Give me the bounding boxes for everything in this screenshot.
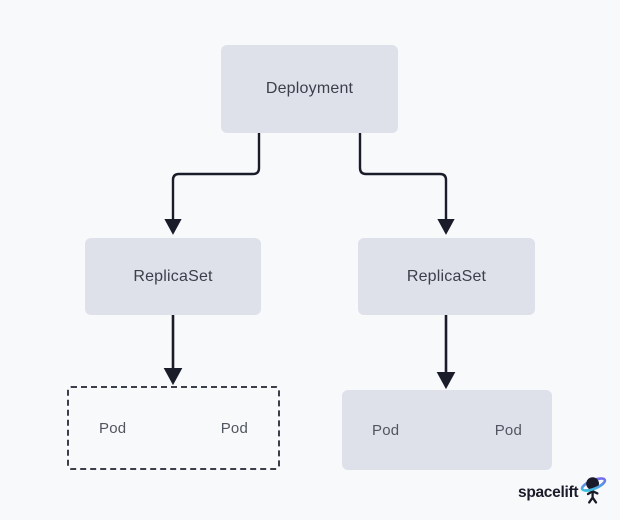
spacelift-logo: spacelift: [518, 476, 607, 510]
pod-label-left-a: Pod: [99, 419, 127, 437]
node-replicaset-left[interactable]: ReplicaSet: [85, 238, 261, 315]
pod-group-right-inner: Pod Pod: [342, 390, 552, 470]
node-pod-group-right[interactable]: Pod Pod: [342, 390, 552, 470]
node-replicaset-left-label: ReplicaSet: [133, 267, 213, 285]
node-replicaset-right-label: ReplicaSet: [406, 267, 487, 285]
edge-deployment-to-replicaset-left: [164, 131, 261, 235]
node-replicaset-right[interactable]: ReplicaSet: [358, 238, 535, 315]
pod-group-left-inner: Pod Pod: [69, 388, 278, 468]
edge-deployment-to-replicaset-right: [358, 131, 455, 235]
pod-label-left-b: Pod: [220, 419, 248, 437]
pod-label-right-a: Pod: [372, 421, 400, 439]
node-deployment-label: Deployment: [265, 80, 354, 97]
pod-label-right-b: Pod: [494, 421, 522, 439]
node-deployment[interactable]: Deployment: [221, 45, 398, 133]
spacelift-wordmark: spacelift: [518, 484, 579, 501]
astronaut-planet-icon: [580, 476, 607, 504]
node-pod-group-left[interactable]: Pod Pod: [67, 386, 280, 470]
